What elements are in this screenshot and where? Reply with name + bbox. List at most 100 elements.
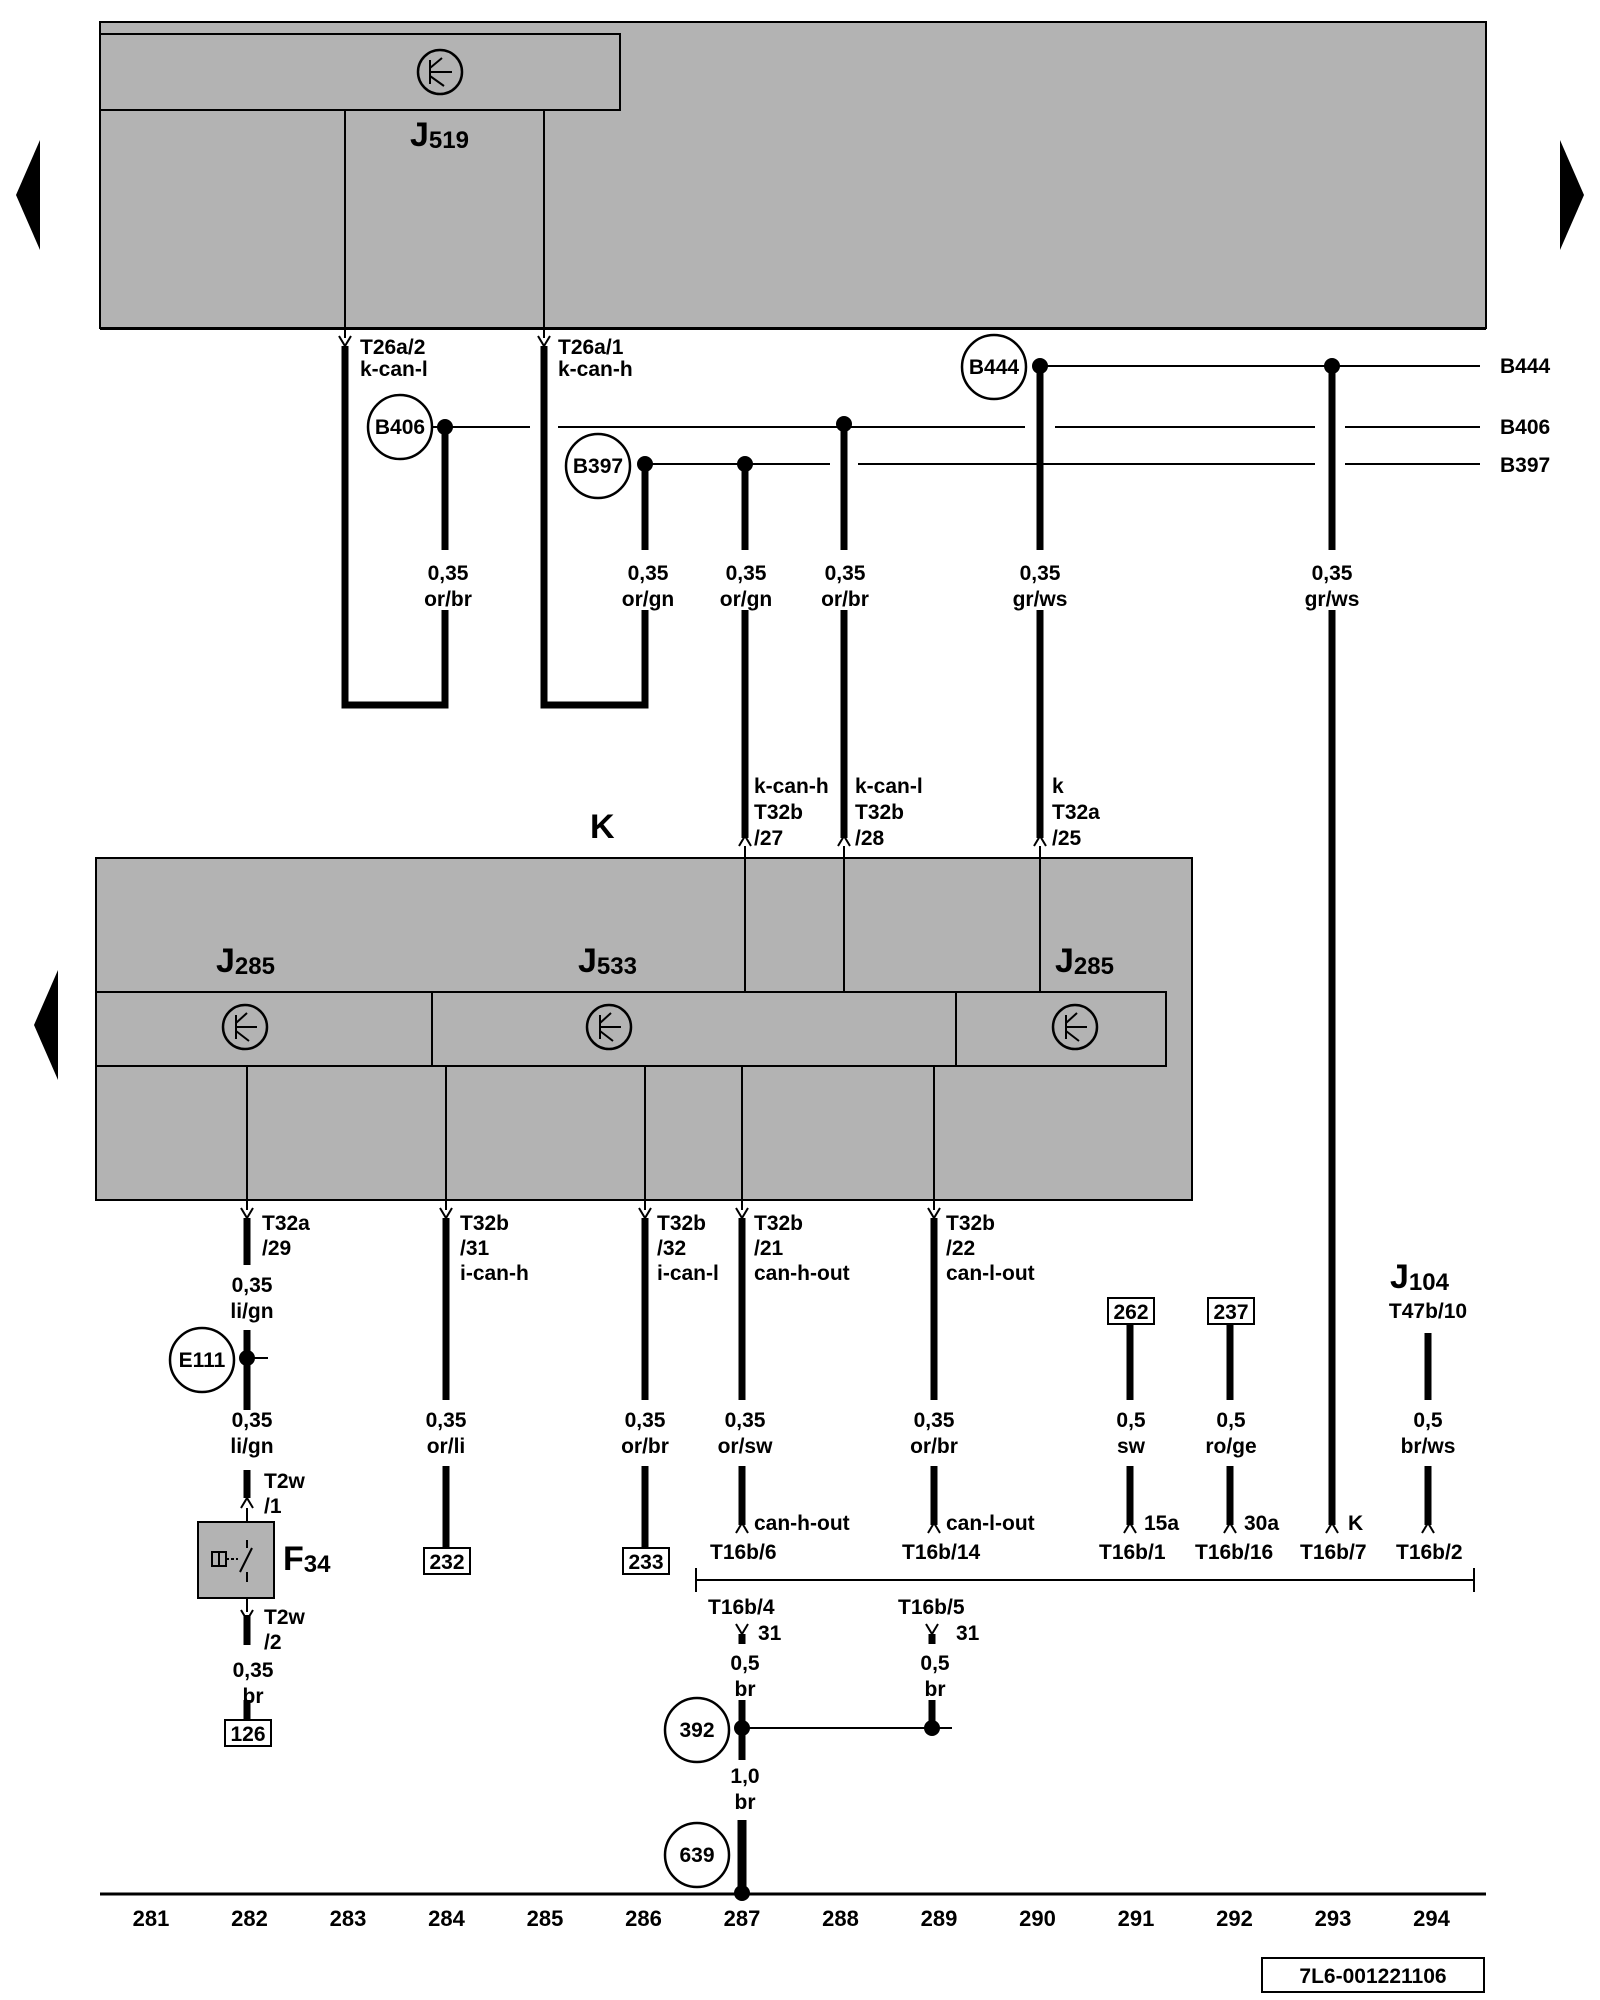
conn-t16b4: T16b/4 xyxy=(708,1596,775,1619)
junction-dot xyxy=(924,1720,940,1736)
conn-t16b1-signal: 15a xyxy=(1144,1512,1179,1535)
bus-label-b444: B444 xyxy=(1500,355,1551,378)
pin-arrow xyxy=(240,1609,254,1622)
ground-point-392 xyxy=(663,1696,731,1764)
t16b-connector-bracket xyxy=(695,1568,1475,1592)
conn-t16b7: T16b/7 xyxy=(1300,1541,1367,1564)
conn-t16b5: T16b/5 xyxy=(898,1596,965,1619)
transistor-icon xyxy=(221,1003,269,1051)
conn-t16b2: T16b/2 xyxy=(1396,1541,1463,1564)
pin-arrow xyxy=(738,834,752,847)
page-prev-arrow-icon[interactable] xyxy=(16,140,40,250)
column-number: 284 xyxy=(428,1906,465,1931)
j519-box xyxy=(99,33,621,111)
pin-arrow xyxy=(925,1623,939,1636)
conn-t16b1: T16b/1 xyxy=(1099,1541,1166,1564)
splice-e111 xyxy=(168,1326,236,1394)
loop-k-can-h xyxy=(540,346,649,709)
svg-text:0,5ro/ge: 0,5ro/ge xyxy=(1205,1409,1256,1458)
column-number: 282 xyxy=(231,1906,268,1931)
f34-label: F34 xyxy=(283,1540,331,1578)
ref-262-label: 262 xyxy=(1113,1301,1148,1324)
drawing-id: 7L6-001221106 xyxy=(1299,1965,1446,1988)
column-number: 294 xyxy=(1413,1906,1450,1931)
j104-label: J104 xyxy=(1390,1258,1450,1296)
pin-arrow xyxy=(735,1623,749,1636)
j104-pin-label: T47b/10 xyxy=(1389,1300,1467,1323)
switch-icon xyxy=(211,1540,253,1582)
column-number: 289 xyxy=(921,1906,958,1931)
splice-b406 xyxy=(366,393,434,461)
transistor-icon xyxy=(1051,1003,1099,1051)
conn-t16b16-signal: 30a xyxy=(1244,1512,1279,1535)
j285-left-label: J285 xyxy=(216,942,275,980)
ref-237[interactable] xyxy=(1207,1297,1255,1325)
conn-t16b14: T16b/14 xyxy=(902,1541,981,1564)
ref-233-label: 233 xyxy=(628,1551,663,1574)
drawing-id-box xyxy=(1261,1957,1485,1993)
j285-right-label: J285 xyxy=(1055,942,1114,980)
junction-dot xyxy=(239,1350,255,1366)
column-number: 293 xyxy=(1315,1906,1352,1931)
pin-arrow xyxy=(1033,834,1047,847)
conn-t16b5-pin: 31 xyxy=(956,1622,980,1645)
ref-232[interactable] xyxy=(423,1547,471,1575)
svg-text:0,5sw: 0,5sw xyxy=(1116,1409,1146,1458)
ref-233[interactable] xyxy=(622,1547,670,1575)
conn-t16b6-signal: can-h-out xyxy=(754,1512,850,1535)
j519-label: J519 xyxy=(410,116,469,154)
junction-dot xyxy=(437,419,453,435)
splice-b397-label: B397 xyxy=(573,455,623,478)
transistor-icon xyxy=(585,1003,633,1051)
column-number: 283 xyxy=(330,1906,367,1931)
conn-t2w2: T2w/2 xyxy=(264,1606,306,1654)
ground-point-639 xyxy=(663,1821,731,1889)
column-number: 292 xyxy=(1216,1906,1253,1931)
j285-left-box xyxy=(95,991,433,1067)
ref-262[interactable] xyxy=(1107,1297,1155,1325)
junction-dot xyxy=(734,1720,750,1736)
conn-t16b14-signal: can-l-out xyxy=(946,1512,1035,1535)
page-next-arrow-icon[interactable] xyxy=(1560,140,1584,250)
splice-b444-label: B444 xyxy=(969,356,1020,379)
ref-126[interactable] xyxy=(224,1719,272,1747)
conn-t16b4-pin: 31 xyxy=(758,1622,782,1645)
j533-label: J533 xyxy=(578,942,637,980)
conn-t2w1: T2w/1 xyxy=(264,1470,306,1518)
ground-point-639-label: 639 xyxy=(679,1844,714,1867)
conn-t16b16: T16b/16 xyxy=(1195,1541,1273,1564)
pin-arrows-t16b xyxy=(735,1521,1435,1534)
bus-label-b406: B406 xyxy=(1500,416,1550,439)
column-number: 290 xyxy=(1019,1906,1056,1931)
bus-label-b397: B397 xyxy=(1500,454,1550,477)
j533-box xyxy=(431,991,957,1067)
svg-text:0,5br/ws: 0,5br/ws xyxy=(1401,1409,1456,1458)
column-number: 285 xyxy=(527,1906,564,1931)
ground-point-392-label: 392 xyxy=(679,1719,714,1742)
page-prev-arrow-lower-icon[interactable] xyxy=(34,970,58,1080)
ref-232-label: 232 xyxy=(429,1551,464,1574)
conn-t16b7-signal: K xyxy=(1348,1512,1363,1535)
